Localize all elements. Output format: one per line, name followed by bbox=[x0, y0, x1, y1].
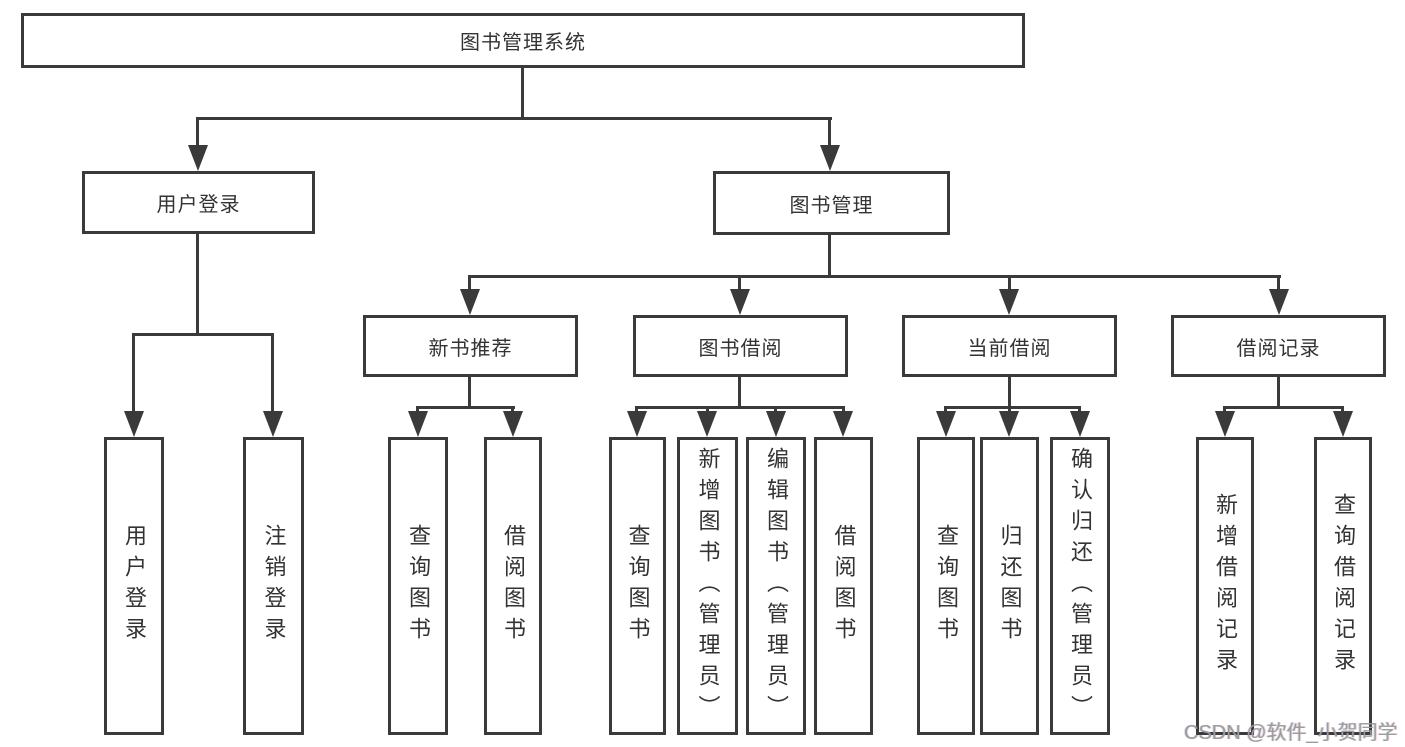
connector-arrow bbox=[730, 289, 750, 315]
leaf-borrow-books-recommend-label: 借阅图书 bbox=[501, 524, 526, 648]
connector-line bbox=[468, 275, 471, 293]
connector-arrow bbox=[820, 145, 840, 171]
connector-line bbox=[828, 117, 831, 147]
connector-line bbox=[1277, 275, 1280, 293]
connector-line bbox=[196, 234, 199, 335]
leaf-query-books-recommend-label: 查询图书 bbox=[406, 524, 431, 648]
node-library-system-label: 图书管理系统 bbox=[460, 32, 586, 54]
connector-line bbox=[521, 68, 524, 119]
leaf-confirm-return-admin-label: 确认归还（管理员） bbox=[1068, 446, 1093, 726]
leaf-edit-book-admin: 编辑图书（管理员） bbox=[746, 437, 806, 735]
connector-arrow bbox=[627, 411, 647, 437]
connector-line bbox=[944, 406, 1081, 409]
node-user-login: 用户登录 bbox=[82, 171, 315, 234]
leaf-query-books-borrowing: 查询图书 bbox=[609, 437, 666, 735]
connector-line bbox=[468, 377, 471, 408]
connector-line bbox=[828, 235, 831, 277]
connector-arrow bbox=[460, 289, 480, 315]
connector-line bbox=[1008, 406, 1011, 414]
leaf-logout: 注销登录 bbox=[243, 437, 304, 735]
node-borrowing-records-label: 借阅记录 bbox=[1236, 337, 1321, 360]
leaf-borrow-books-recommend: 借阅图书 bbox=[484, 437, 542, 735]
connector-line bbox=[196, 117, 832, 120]
node-user-login-label: 用户登录 bbox=[156, 194, 241, 216]
leaf-add-borrow-record: 新增借阅记录 bbox=[1196, 437, 1254, 735]
connector-arrow bbox=[1215, 411, 1235, 437]
connector-line bbox=[944, 406, 947, 414]
connector-line bbox=[1277, 377, 1280, 408]
leaf-user-login: 用户登录 bbox=[104, 437, 164, 735]
leaf-query-books-recommend: 查询图书 bbox=[388, 437, 448, 735]
connector-arrow bbox=[408, 411, 428, 437]
connector-arrow bbox=[188, 145, 208, 171]
connector-line bbox=[132, 333, 135, 413]
node-new-book-recommend: 新书推荐 bbox=[363, 315, 578, 377]
connector-line bbox=[774, 406, 777, 414]
connector-arrow bbox=[766, 411, 786, 437]
connector-line bbox=[1223, 406, 1226, 414]
leaf-borrow-books-borrowing: 借阅图书 bbox=[814, 437, 873, 735]
connector-arrow bbox=[999, 411, 1019, 437]
connector-arrow bbox=[697, 411, 717, 437]
leaf-logout-label: 注销登录 bbox=[261, 524, 287, 648]
connector-arrow bbox=[1269, 289, 1289, 315]
leaf-query-books-borrowing-label: 查询图书 bbox=[625, 524, 651, 648]
node-book-management-label: 图书管理 bbox=[789, 194, 874, 217]
connector-arrow bbox=[999, 289, 1019, 315]
connector-line bbox=[132, 333, 274, 336]
node-current-borrowing-label: 当前借阅 bbox=[967, 337, 1052, 360]
connector-line bbox=[468, 275, 1281, 278]
connector-line bbox=[738, 275, 741, 293]
connector-arrow bbox=[1333, 411, 1353, 437]
connector-line bbox=[1341, 406, 1344, 414]
leaf-query-books-current: 查询图书 bbox=[917, 437, 975, 735]
node-book-borrowing-label: 图书借阅 bbox=[698, 337, 783, 360]
leaf-confirm-return-admin: 确认归还（管理员） bbox=[1050, 437, 1110, 735]
connector-line bbox=[416, 406, 419, 414]
connector-line bbox=[196, 117, 199, 147]
connector-arrow bbox=[124, 411, 144, 437]
node-book-management: 图书管理 bbox=[713, 171, 950, 235]
node-new-book-recommend-label: 新书推荐 bbox=[428, 337, 513, 360]
node-borrowing-records: 借阅记录 bbox=[1171, 315, 1386, 377]
leaf-query-books-current-label: 查询图书 bbox=[934, 524, 959, 648]
connector-line bbox=[635, 406, 845, 409]
connector-line bbox=[416, 406, 515, 409]
csdn-watermark: CSDN @软件_小贺同学 bbox=[1184, 722, 1398, 744]
leaf-return-books: 归还图书 bbox=[980, 437, 1039, 735]
connector-arrow bbox=[503, 411, 523, 437]
connector-line bbox=[1008, 377, 1011, 408]
connector-line bbox=[1008, 275, 1011, 293]
connector-arrow bbox=[1070, 411, 1090, 437]
leaf-add-borrow-record-label: 新增借阅记录 bbox=[1213, 493, 1238, 679]
node-current-borrowing: 当前借阅 bbox=[902, 315, 1117, 377]
connector-arrow bbox=[936, 411, 956, 437]
connector-line bbox=[842, 406, 845, 414]
connector-line bbox=[1223, 406, 1344, 409]
connector-line bbox=[738, 377, 741, 408]
leaf-add-book-admin-label: 新增图书（管理员） bbox=[695, 446, 721, 726]
leaf-borrow-books-borrowing-label: 借阅图书 bbox=[831, 524, 857, 648]
leaf-query-borrow-record: 查询借阅记录 bbox=[1314, 437, 1372, 735]
leaf-return-books-label: 归还图书 bbox=[997, 524, 1023, 648]
connector-arrow bbox=[263, 411, 283, 437]
node-book-borrowing: 图书借阅 bbox=[633, 315, 848, 377]
connector-line bbox=[1078, 406, 1081, 414]
connector-line bbox=[271, 333, 274, 413]
leaf-user-login-label: 用户登录 bbox=[122, 524, 147, 648]
connector-arrow bbox=[833, 411, 853, 437]
connector-line bbox=[706, 406, 709, 414]
connector-line bbox=[511, 406, 514, 414]
leaf-query-borrow-record-label: 查询借阅记录 bbox=[1331, 493, 1356, 679]
node-library-system: 图书管理系统 bbox=[21, 13, 1025, 68]
leaf-add-book-admin: 新增图书（管理员） bbox=[677, 437, 738, 735]
connector-line bbox=[635, 406, 638, 414]
leaf-edit-book-admin-label: 编辑图书（管理员） bbox=[764, 446, 789, 726]
